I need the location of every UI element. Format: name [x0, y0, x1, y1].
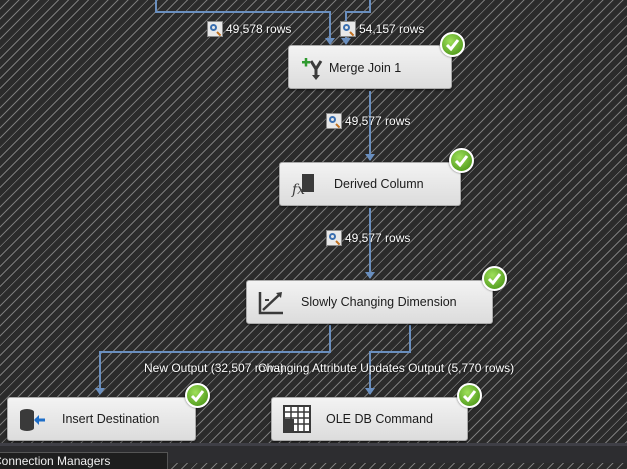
database-destination-icon	[20, 409, 45, 431]
data-viewer-icon	[326, 113, 342, 129]
path-label-changing-output[interactable]: Changing Attribute Updates Output (5,770…	[258, 361, 515, 375]
insert-destination-task[interactable]: Insert Destination	[7, 397, 196, 441]
success-check-icon	[457, 383, 482, 408]
success-check-icon	[440, 32, 465, 57]
connection-managers-panel: Connection Managers	[0, 443, 627, 469]
data-viewer-icon	[326, 230, 342, 246]
merge-join-task[interactable]: Merge Join 1	[288, 45, 452, 89]
row-count-derived-to-scd[interactable]: 49,577 rows	[326, 230, 410, 246]
slowly-changing-dimension-task[interactable]: Slowly Changing Dimension	[246, 280, 493, 324]
row-count-merge-to-derived[interactable]: 49,577 rows	[326, 113, 410, 129]
ole-db-command-task[interactable]: OLE DB Command	[271, 397, 468, 441]
tab-connection-managers[interactable]: Connection Managers	[0, 452, 168, 469]
row-count-right-input[interactable]: 54,157 rows	[340, 21, 424, 37]
ole-db-command-icon	[283, 405, 311, 433]
slowly-changing-dimension-icon	[258, 292, 283, 315]
success-check-icon	[482, 266, 507, 291]
derived-column-task[interactable]: fx Derived Column	[279, 162, 461, 206]
data-viewer-icon	[340, 21, 356, 37]
path-label-new-output[interactable]: New Output (32,507 rows)	[144, 361, 285, 375]
row-count-left-input[interactable]: 49,578 rows	[207, 21, 291, 37]
success-check-icon	[185, 383, 210, 408]
data-viewer-icon	[207, 21, 223, 37]
merge-join-icon	[302, 58, 323, 80]
data-flow-canvas[interactable]: 49,578 rows 54,157 rows 49,577 rows 49,5…	[0, 0, 627, 443]
derived-column-icon: fx	[291, 174, 314, 198]
success-check-icon	[449, 148, 474, 173]
svg-text:fx: fx	[291, 182, 305, 198]
